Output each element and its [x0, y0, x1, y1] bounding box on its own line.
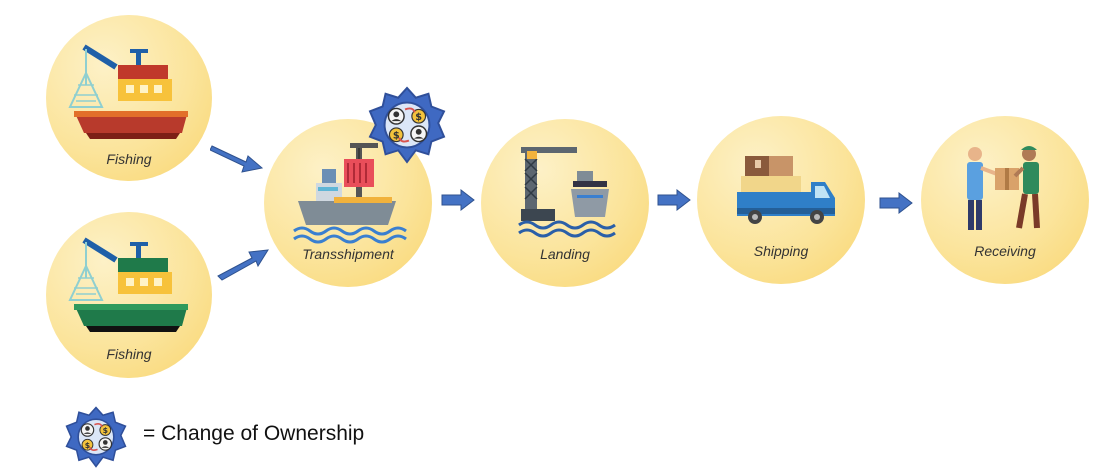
stage-label: Receiving: [974, 243, 1036, 259]
stage-receiving: Receiving: [921, 116, 1089, 284]
fishing-boat-red-icon: [68, 44, 188, 139]
stage-shipping: Shipping: [697, 116, 865, 284]
package-handover-icon: [967, 146, 1040, 230]
stage-fishing-bottom: Fishing: [46, 212, 212, 378]
cargo-ship-crane-icon: [293, 143, 407, 244]
legend-text: = Change of Ownership: [143, 422, 365, 445]
arrow-shipping-to-receiving: [879, 192, 913, 214]
fishing-boat-green-icon: [68, 237, 188, 332]
stage-label: Fishing: [106, 346, 152, 362]
stage-label: Fishing: [106, 151, 152, 167]
stage-landing: Landing: [481, 119, 649, 287]
delivery-truck-icon: [737, 156, 835, 224]
port-crane-ship-icon: [518, 147, 616, 238]
arrow-fishing-bottom-to-transshipment: [217, 249, 269, 281]
stage-fishing-top: Fishing: [46, 15, 212, 181]
legend-change-of-ownership-icon: [65, 406, 127, 468]
change-of-ownership-badge-icon: [368, 86, 446, 164]
arrow-transshipment-to-landing: [441, 189, 475, 211]
arrow-landing-to-shipping: [657, 189, 691, 211]
stage-label: Shipping: [753, 243, 809, 259]
stage-label: Transshipment: [302, 246, 394, 262]
arrow-fishing-top-to-transshipment: [210, 145, 264, 173]
stage-label: Landing: [540, 246, 590, 262]
